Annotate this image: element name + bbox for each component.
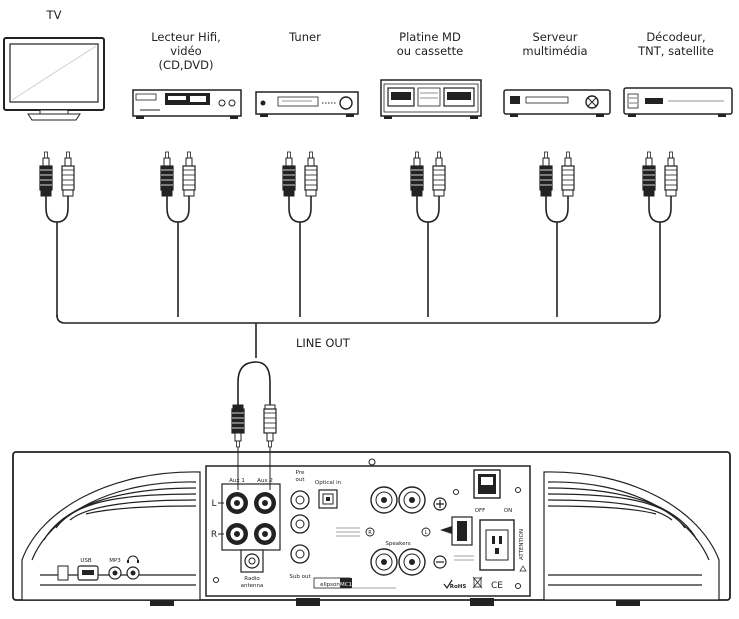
rca-plug-white (182, 151, 196, 197)
bin-icon (472, 576, 483, 589)
aux1-label: Aux 1 (229, 478, 245, 484)
decoder-icon (623, 87, 733, 117)
rca-plug-black (539, 151, 553, 197)
screw (368, 458, 376, 466)
ce-label: CE (491, 581, 503, 591)
headphone-icon (127, 555, 139, 562)
rca-plug-white (561, 151, 575, 197)
device-label-tv: TV (46, 8, 62, 22)
rca-plug-black (39, 151, 53, 197)
usb-label: USB (80, 558, 92, 564)
left-channel-label: L (211, 499, 216, 509)
rca-plug-black (410, 151, 424, 197)
speaker-terminals (365, 486, 447, 576)
line-out-bus (45, 196, 672, 358)
sub-out-label: Sub out (289, 574, 311, 580)
rca-plug-black (160, 151, 174, 197)
line-out-label: LINE OUT (296, 336, 350, 350)
check-icon (443, 579, 453, 590)
rca-plug-white (61, 151, 75, 197)
screw (515, 487, 521, 493)
pre-out-jacks (290, 490, 310, 564)
rohs-label: RoHS (450, 584, 467, 590)
radio-antenna-jack (240, 549, 264, 573)
device-label-hifi: Lecteur Hifi, vidéo (CD,DVD) (151, 30, 221, 72)
rca-plug-white (304, 151, 318, 197)
attention-label: ATTENTION (519, 529, 525, 560)
foot (616, 598, 640, 606)
warning-icon (519, 565, 527, 572)
source-plug-pairs (39, 151, 678, 197)
optical-in-label: Optical in (315, 480, 342, 486)
device-label-decoder: Décodeur, TNT, satellite (638, 30, 714, 58)
foot (150, 598, 174, 606)
foot (470, 598, 494, 606)
screw (515, 583, 521, 589)
power-socket (479, 519, 515, 571)
fine-print (336, 527, 474, 589)
speaker-l-label: L (425, 530, 428, 536)
cassette-deck-icon (380, 79, 482, 119)
optical-in-port (318, 489, 338, 509)
device-label-tuner: Tuner (289, 30, 321, 44)
rca-plug-white (432, 151, 446, 197)
voltage-selector (440, 516, 473, 546)
power-switch (473, 469, 501, 499)
rca-jack (254, 523, 276, 545)
rca-jack (226, 492, 248, 514)
speaker-r-label: R (368, 530, 372, 536)
right-channel-label: R (211, 530, 217, 540)
device-label-md: Platine MD ou cassette (396, 30, 464, 58)
rca-plug-aux1 (231, 404, 245, 448)
model-label: MC1 (340, 582, 352, 588)
foot (296, 598, 320, 606)
switch-on-label: ON (504, 508, 512, 514)
line-out-cable (231, 361, 277, 490)
tuner-icon (255, 91, 359, 117)
media-server-icon (503, 89, 611, 117)
rca-inputs (226, 492, 276, 545)
screw (453, 489, 459, 495)
rca-jack (254, 492, 276, 514)
tv-icon (3, 37, 105, 121)
mp3-label: MP3 (109, 558, 121, 564)
rca-plug-black (282, 151, 296, 197)
speakers-label: Speakers (385, 541, 410, 547)
aux2-label: Aux 2 (257, 478, 273, 484)
screw (213, 577, 219, 583)
rca-plug-aux2 (263, 404, 277, 448)
right-vent (543, 471, 720, 601)
device-label-server: Serveur multimédia (522, 30, 588, 58)
rca-plug-white (664, 151, 678, 197)
front-port (57, 565, 69, 581)
rca-jack (226, 523, 248, 545)
hifi-player-icon (132, 89, 242, 119)
brand-label: elipson (320, 582, 340, 588)
rca-plug-black (642, 151, 656, 197)
switch-off-label: OFF (475, 508, 486, 514)
